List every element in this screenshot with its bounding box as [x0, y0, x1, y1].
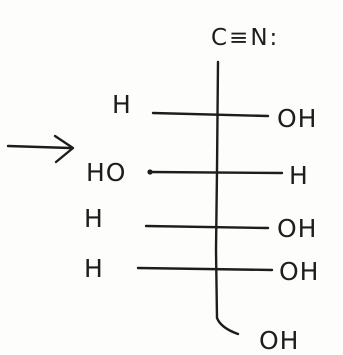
row-1-right-label: OH	[277, 104, 317, 133]
carbon-backbone	[214, 60, 240, 336]
row-4-right-label: OH	[279, 257, 319, 286]
row-4-left-label: H	[84, 254, 104, 283]
row-3-right-label: OH	[277, 214, 317, 243]
row-2-right-label: H	[289, 161, 309, 190]
row-3-bond	[144, 224, 270, 230]
row-1-left-label: H	[112, 90, 132, 119]
arrow-shaft	[6, 144, 72, 150]
top-group-label: C≡N:	[211, 25, 279, 51]
bottom-group-label: OH	[259, 326, 299, 355]
row-1-bond	[151, 111, 270, 118]
row-2-left-label: HO	[86, 158, 126, 187]
arrow-head	[53, 134, 75, 164]
row-3-left-label: H	[84, 204, 104, 233]
arrow-icon	[6, 134, 75, 164]
row-4-bond	[136, 266, 274, 272]
row-2-bond	[148, 170, 284, 175]
